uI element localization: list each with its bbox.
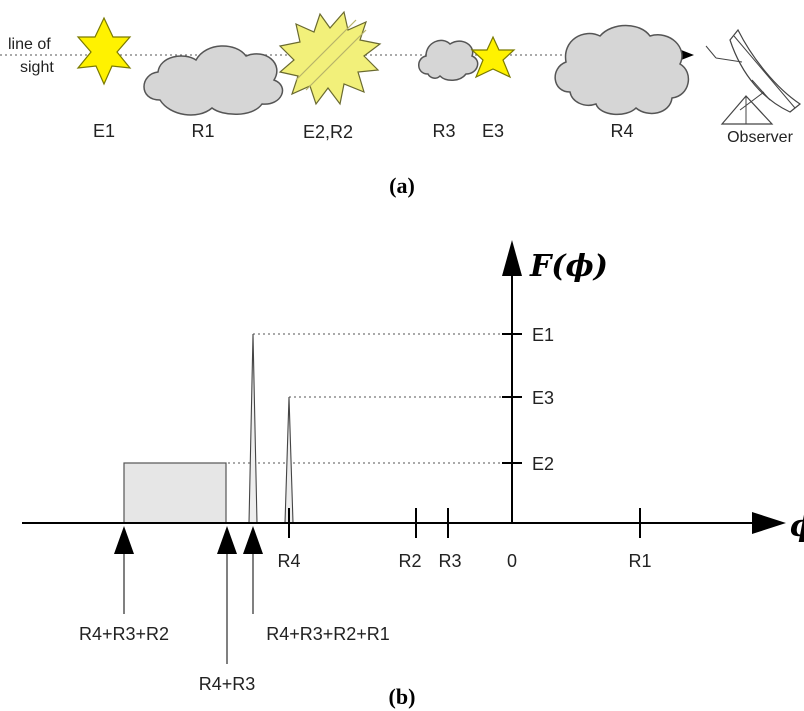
spike-e3: [284, 396, 294, 524]
panel-b: ϕ F(ϕ) E1 E3 E2 R4 R2 R3 0 R1: [22, 240, 804, 709]
line-of-sight-label-2: sight: [20, 59, 54, 76]
extended-emission-box: [123, 462, 227, 524]
spike-e1: [248, 333, 258, 524]
arrow-r4-r3: [217, 526, 237, 664]
object-label: R3: [432, 121, 455, 141]
x-tick-label: R2: [398, 551, 421, 571]
object-label: E3: [482, 121, 504, 141]
object-label: R1: [191, 121, 214, 141]
arrow-label: R4+R3+R2: [79, 624, 169, 644]
object-label: Observer: [727, 129, 793, 146]
cloud-icon: [143, 45, 284, 116]
radio-telescope-icon: [705, 28, 802, 125]
star-icon: [76, 16, 132, 86]
star-icon: [470, 35, 516, 79]
panel-a: line of sight: [0, 10, 802, 198]
arrow-r4-r3-r2: [114, 526, 134, 614]
object-label: E2,R2: [303, 122, 353, 142]
x-axis-title: ϕ: [790, 509, 804, 544]
object-label: R4: [610, 121, 633, 141]
x-tick-label: R4: [277, 551, 300, 571]
line-of-sight-label-1: line of: [8, 36, 51, 53]
x-axis-arrowhead: [752, 512, 786, 534]
arrow-r4-r3-r2-r1: [243, 526, 263, 614]
cloud-icon: [418, 39, 479, 81]
y-tick-label: E1: [532, 325, 554, 345]
x-tick-label: R1: [628, 551, 651, 571]
x-tick-label: R3: [438, 551, 461, 571]
y-tick-label: E2: [532, 454, 554, 474]
object-label: E1: [93, 121, 115, 141]
x-tick-label: 0: [507, 551, 517, 571]
burst-icon: [278, 10, 382, 106]
y-tick-label: E3: [532, 388, 554, 408]
arrow-label: R4+R3+R2+R1: [266, 624, 390, 644]
cloud-icon: [554, 24, 690, 116]
arrow-label: R4+R3: [199, 674, 256, 694]
y-axis-title: F(ϕ): [529, 249, 608, 284]
y-axis-arrowhead: [502, 240, 522, 276]
caption-a: (a): [389, 173, 415, 198]
caption-b: (b): [389, 684, 416, 709]
